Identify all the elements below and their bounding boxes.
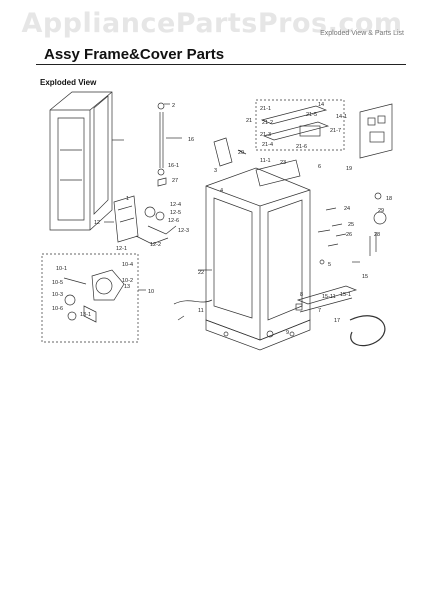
callout-label: 18 (386, 196, 392, 202)
callout-label: 12-1 (116, 246, 127, 252)
callout-label: 11 (198, 308, 204, 314)
callout-label: 15-1 (340, 292, 351, 298)
callout-label: 24 (344, 206, 350, 212)
spring-rod-part (157, 102, 165, 176)
callout-label: 21-4 (262, 142, 273, 148)
callout-label: 12-5 (170, 210, 181, 216)
callout-label: 21 (246, 118, 252, 124)
top-bracket-part (260, 105, 330, 141)
callout-label: 12-6 (168, 218, 179, 224)
callout-labels: 2 16 16-1 27 1 12 12-4 12-5 12-6 12-3 12… (52, 102, 392, 336)
callout-label: 14 (318, 102, 324, 108)
callout-label: 21-7 (330, 128, 341, 134)
callout-label: 19 (346, 166, 352, 172)
callout-label: 27 (172, 178, 178, 184)
watermark-text: AppliancePartsPros.com (21, 8, 403, 39)
callout-label: 21-5 (306, 112, 317, 118)
callout-label: 4 (220, 188, 223, 194)
callout-label: 16 (188, 137, 194, 143)
screw-parts (317, 192, 387, 256)
callout-label: 29 (378, 208, 384, 214)
callout-label: 21-1 (260, 106, 271, 112)
title-divider (36, 64, 406, 65)
callout-label: 12-4 (170, 202, 181, 208)
callout-label: 1 (126, 196, 129, 202)
section-label: Exploded View (40, 78, 97, 87)
callout-label: 2 (172, 103, 175, 109)
callout-label: 20 (238, 150, 244, 156)
callout-label: 13-1 (80, 312, 91, 318)
callout-label: 16-1 (168, 163, 179, 169)
dispenser-assembly-part (113, 195, 177, 245)
drain-hose-part (349, 315, 386, 347)
callout-label: 15-11 (322, 294, 336, 300)
callout-label: 10-2 (122, 278, 133, 284)
callout-label: 5 (328, 262, 331, 268)
rear-panel-part (359, 103, 393, 159)
callout-label: 12-2 (150, 242, 161, 248)
callout-label: 25 (348, 222, 354, 228)
callout-label: 21-6 (296, 144, 307, 150)
callout-label: 12-3 (178, 228, 189, 234)
callout-label: 17 (334, 318, 340, 324)
callout-label: 21-3 (260, 132, 271, 138)
callout-label: 14-1 (336, 114, 347, 120)
callout-label: 10-6 (52, 306, 63, 312)
callout-label: 22 (198, 270, 204, 276)
callout-label: 10-3 (52, 292, 63, 298)
callout-label: 28 (374, 232, 380, 238)
callout-label: 9 (286, 330, 289, 336)
callout-label: 7 (318, 308, 321, 314)
callout-label: 23 (280, 160, 286, 166)
cabinet-frame-part (205, 167, 311, 351)
base-bracket-part (266, 285, 358, 338)
callout-label: 8 (300, 292, 303, 298)
page-title: Assy Frame&Cover Parts (44, 46, 225, 63)
control-panel-part (255, 159, 301, 187)
callout-label: 12 (94, 220, 100, 226)
callout-label: 11-1 (260, 158, 271, 164)
callout-label: 3 (214, 168, 217, 174)
callout-label: 13 (124, 284, 130, 290)
callout-label: 10-5 (52, 280, 63, 286)
callout-label: 15 (362, 274, 368, 280)
header-right-text: Exploded View & Parts List (320, 30, 404, 37)
top-cover-part (49, 91, 113, 231)
callout-label: 26 (346, 232, 352, 238)
callout-label: 10-4 (122, 262, 133, 268)
callout-label: 10-1 (56, 266, 67, 272)
pump-assembly-part (63, 269, 125, 323)
callout-label: 6 (318, 164, 321, 170)
callout-label: 10 (148, 289, 154, 295)
callout-label: 21-2 (262, 120, 273, 126)
